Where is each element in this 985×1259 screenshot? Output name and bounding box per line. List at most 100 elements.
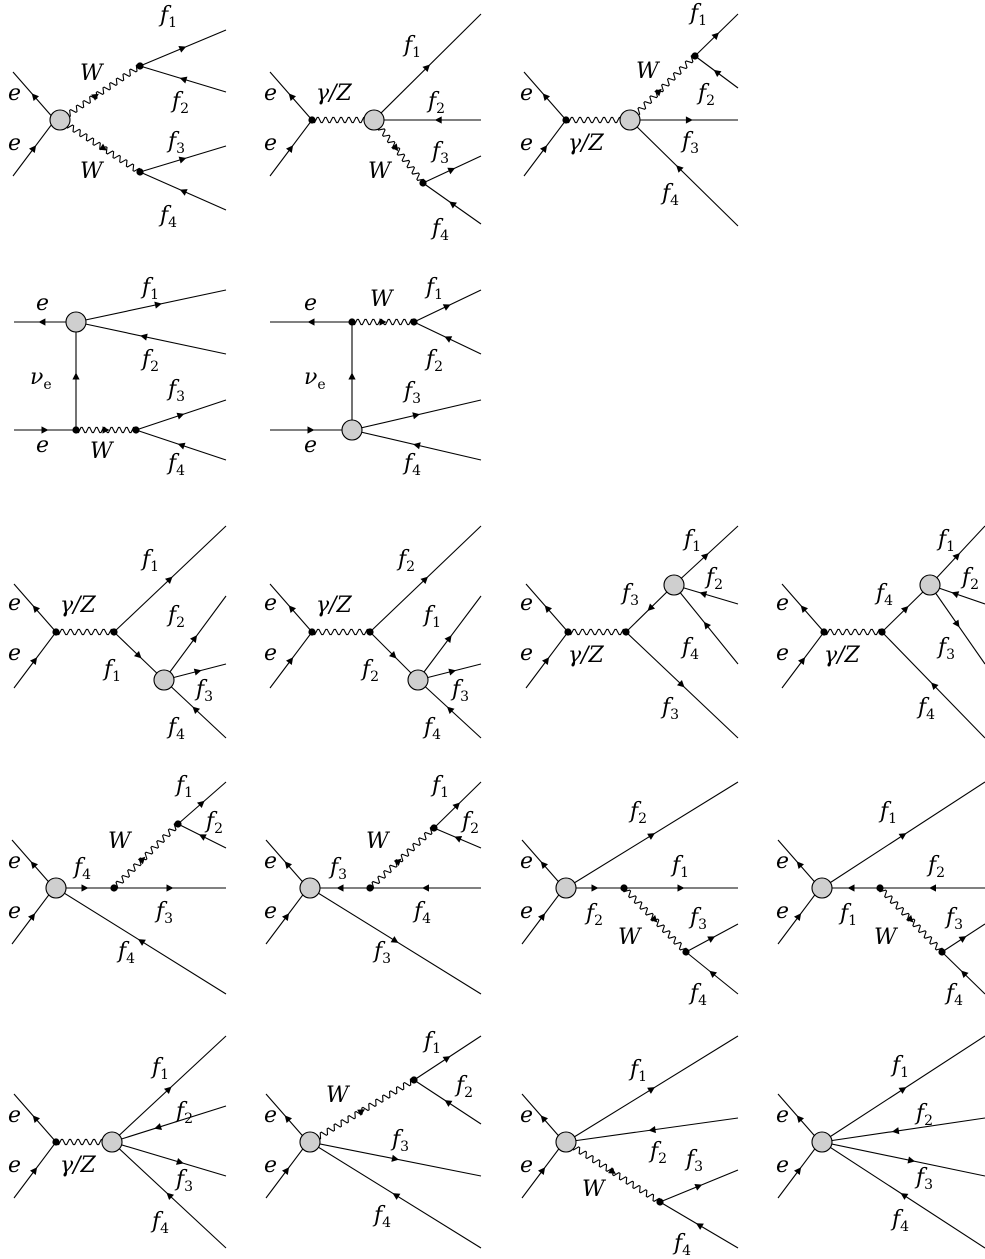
- fermion-label-f4: f4: [874, 581, 893, 609]
- fermion-label-f2: f2: [170, 89, 189, 117]
- arrow-icon: [542, 93, 551, 102]
- arrow-icon: [796, 1115, 805, 1124]
- boson-propagator: [629, 54, 696, 122]
- fermion-label-f4: f4: [412, 899, 431, 927]
- arrow-icon: [32, 1115, 41, 1124]
- fermion-label-f2: f2: [696, 81, 715, 109]
- fermion-line: [75, 289, 227, 323]
- arrow-icon: [282, 1167, 290, 1175]
- arrow-icon: [542, 657, 550, 665]
- fermion-line: [111, 1141, 227, 1177]
- arrow-icon: [163, 1086, 172, 1095]
- arrow-icon: [452, 802, 461, 811]
- blob-vertex: [811, 1131, 833, 1153]
- fermion-label-f4: f4: [72, 855, 91, 883]
- blob-vertex: [49, 109, 71, 131]
- arrow-icon: [413, 442, 421, 450]
- electron-label: e: [264, 899, 277, 924]
- arrow-icon: [392, 1193, 401, 1200]
- gamma-z-label: γ/Z: [568, 131, 605, 156]
- gamma-z-label: γ/Z: [316, 81, 353, 106]
- arrow-icon: [454, 836, 463, 843]
- arrow-icon: [796, 861, 805, 870]
- blob-vertex: [65, 311, 87, 333]
- electron-label: e: [8, 81, 21, 106]
- boson-propagator: [372, 119, 425, 184]
- w-boson-label: W: [874, 925, 899, 950]
- arrow-icon: [444, 635, 452, 643]
- fermion-label-f2: f2: [426, 89, 445, 117]
- electron-label: e: [36, 433, 49, 458]
- fermion-label-f2: f2: [140, 347, 159, 375]
- arrow-icon: [447, 167, 456, 175]
- blob-vertex: [153, 669, 175, 691]
- arrow-icon: [958, 936, 967, 943]
- fermion-label-f4: f4: [166, 715, 185, 743]
- arrow-icon: [137, 856, 146, 865]
- arrow-icon: [952, 552, 960, 561]
- fermion-label-f3: f3: [914, 1165, 933, 1193]
- fermion-label-f1: f1: [430, 773, 449, 801]
- fermion-label-f2: f2: [584, 901, 603, 929]
- fermion-label-f3: f3: [688, 905, 707, 933]
- arrow-icon: [654, 88, 662, 97]
- fermion-label-f4: f4: [166, 451, 185, 479]
- fermion-label-f3: f3: [174, 1167, 193, 1195]
- w-boson-label: W: [636, 59, 661, 84]
- arrow-icon: [444, 1100, 453, 1107]
- arrow-icon: [898, 1087, 907, 1094]
- arrow-icon: [713, 69, 722, 77]
- vertex-dot: [562, 116, 570, 124]
- fermion-label-f3: f3: [620, 581, 639, 609]
- fermion-label-f4: f4: [688, 981, 707, 1009]
- arrow-icon: [179, 189, 188, 196]
- arrow-icon: [647, 833, 655, 840]
- fermion-label-f4: f4: [402, 451, 421, 479]
- arrow-icon: [357, 1109, 366, 1116]
- arrow-icon: [91, 93, 99, 101]
- arrow-icon: [193, 668, 202, 676]
- fermion-label-f4: f4: [116, 939, 135, 967]
- arrow-icon: [391, 143, 399, 152]
- arrow-icon: [140, 333, 148, 341]
- arrow-icon: [442, 304, 451, 311]
- electron-label: e: [8, 899, 21, 924]
- gamma-z-label: γ/Z: [60, 593, 97, 618]
- arrow-icon: [348, 372, 356, 380]
- blob-vertex: [663, 574, 685, 596]
- fermion-label-f1: f1: [670, 853, 689, 881]
- neutrino-label: νe: [30, 365, 52, 393]
- electron-label: e: [520, 1103, 533, 1128]
- vertex-dot: [308, 116, 316, 124]
- arrow-icon: [711, 32, 720, 41]
- fermion-label-f3: f3: [684, 1147, 703, 1175]
- fermion-label-f3: f3: [944, 905, 963, 933]
- fermion-label-f3: f3: [936, 635, 955, 663]
- gamma-z-label: γ/Z: [568, 643, 605, 668]
- electron-label: e: [520, 131, 533, 156]
- fermion-label-f3: f3: [430, 139, 449, 167]
- fermion-label-f2: f2: [460, 809, 479, 837]
- vertex-dot: [820, 628, 828, 636]
- arrow-icon: [179, 76, 188, 84]
- arrow-icon: [38, 318, 46, 326]
- blob-vertex: [101, 1131, 123, 1153]
- electron-label: e: [520, 899, 533, 924]
- fermion-label-f2: f2: [396, 547, 415, 575]
- arrow-icon: [388, 650, 397, 659]
- boson-propagator: [59, 119, 141, 173]
- fermion-label-f2: f2: [166, 603, 185, 631]
- gamma-z-label: γ/Z: [316, 593, 353, 618]
- electron-label: e: [776, 899, 789, 924]
- arrow-icon: [133, 650, 142, 659]
- fermion-label-f2: f2: [926, 853, 945, 881]
- arrow-icon: [81, 884, 89, 892]
- arrow-icon: [32, 605, 41, 614]
